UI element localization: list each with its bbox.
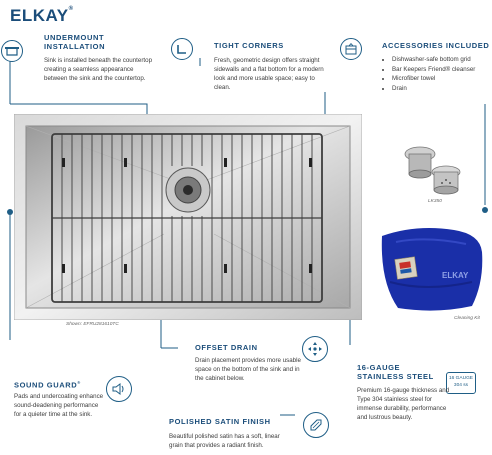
satin-finish-title: POLISHED SATIN FINISH <box>169 417 271 426</box>
sink-model-caption: Shown: EFRU281610TC <box>66 322 119 327</box>
tight-corners-description: Fresh, geometric design offers straight … <box>214 57 324 91</box>
connector-dot <box>7 209 13 215</box>
accessories-title: ACCESSORIES INCLUDED <box>382 41 490 50</box>
list-item: Drain <box>392 84 475 94</box>
accessories-icon <box>340 38 362 60</box>
satin-finish-description: Beautiful polished satin has a soft, lin… <box>169 433 280 449</box>
sink-image <box>14 114 362 320</box>
corner-icon <box>171 38 193 60</box>
cleaning-kit-image: ELKAY <box>381 228 483 311</box>
towel-brand-text: ELKAY <box>442 271 469 280</box>
undermount-icon <box>1 40 23 62</box>
drain-caption: LK350 <box>428 199 442 204</box>
accessories-list: Dishwasher-safe bottom grid Bar Keepers … <box>383 55 475 93</box>
gauge-description: Premium 16-gauge thickness and Type 304 … <box>357 387 450 421</box>
brand-logo: ELKAY® <box>10 6 74 25</box>
satin-finish-icon <box>303 412 329 438</box>
list-item: Bar Keepers Friend® cleanser <box>392 65 475 75</box>
list-item: Dishwasher-safe bottom grid <box>392 55 475 65</box>
cleaning-kit-caption: Cleaning Kit <box>454 316 480 321</box>
sound-guard-description: Pads and undercoating enhance sound-dead… <box>14 393 104 418</box>
connector-line <box>10 103 148 118</box>
gauge-title: 16-GAUGE STAINLESS STEEL <box>357 363 434 381</box>
list-item: Microfiber towel <box>392 74 475 84</box>
undermount-title: UNDERMOUNT INSTALLATION <box>44 33 106 51</box>
undermount-description: Sink is installed beneath the countertop… <box>44 57 153 82</box>
gauge-icon: 16 GAUGE 304 ss <box>446 372 476 394</box>
drain-image <box>404 146 461 195</box>
tight-corners-title: TIGHT CORNERS <box>214 41 284 50</box>
offset-drain-description: Drain placement provides more usable spa… <box>195 357 301 382</box>
offset-drain-title: OFFSET DRAIN <box>195 343 258 352</box>
sound-guard-title: SOUND GUARD® <box>14 380 81 390</box>
connector-dot <box>482 207 488 213</box>
speaker-icon <box>106 376 132 402</box>
offset-arrows-icon <box>302 336 328 362</box>
